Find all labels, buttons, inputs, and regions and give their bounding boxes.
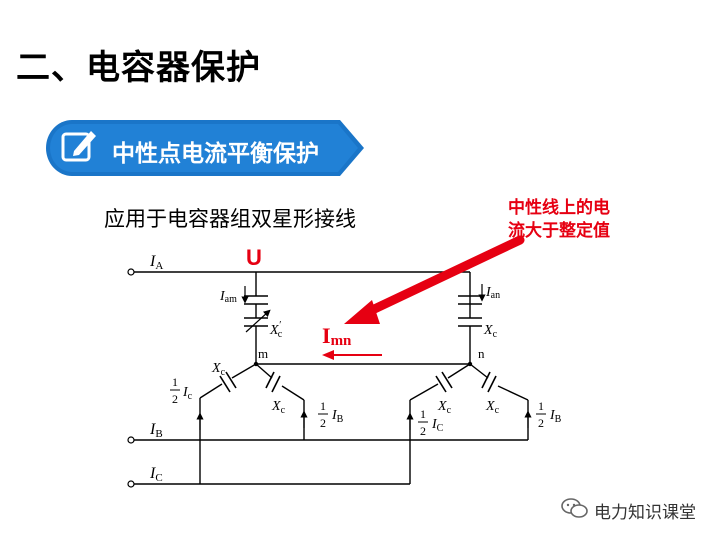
watermark-text: 电力知识课堂 <box>594 503 696 523</box>
right-half-left-num: 1 <box>420 407 426 421</box>
svg-text:Ic: Ic <box>182 385 193 402</box>
page-title: 二、电容器保护 <box>16 48 261 88</box>
left-arm-right-main: X <box>271 399 281 414</box>
callout-arrow <box>344 235 525 324</box>
right-arm-left-main: X <box>437 399 447 414</box>
callout-line-2: 流大于整定值 <box>508 221 610 241</box>
left-top-reactance-sub: c <box>278 329 283 340</box>
right-half-right-main: I <box>549 408 556 423</box>
right-top-reactance-main: X <box>483 323 493 338</box>
callout-line-1: 中性线上的电 <box>508 198 610 218</box>
phase-a-sub: A <box>155 260 163 272</box>
imn-label: Imn <box>322 323 352 349</box>
phase-a-main: I <box>149 253 156 270</box>
imn-arrow <box>322 350 382 360</box>
left-arm-left-label: Xc <box>211 361 226 378</box>
variable-capacitor-arrow <box>245 309 271 333</box>
terminal-c <box>127 480 135 488</box>
wechat-icon <box>561 498 588 518</box>
right-half-right-label: 1 2 IB <box>536 399 562 430</box>
callout-note: 中性线上的电 流大于整定值 <box>508 197 638 243</box>
capacitor-plate <box>481 371 491 389</box>
right-half-right-num: 1 <box>538 399 544 413</box>
left-top-reactance-prime: ′ <box>279 320 282 331</box>
node-n-label: n <box>478 346 485 361</box>
capacitors <box>219 295 497 393</box>
left-arm-right-label: Xc <box>271 399 286 416</box>
section-banner-label: 中性点电流平衡保护 <box>112 141 319 167</box>
left-half-left-main: I <box>182 385 189 400</box>
capacitor-plate <box>271 375 281 393</box>
capacitor-plate <box>219 375 231 393</box>
current-arrows <box>196 284 532 430</box>
capacitor-plate <box>435 375 447 393</box>
svg-text:IC: IC <box>431 417 444 434</box>
left-half-left-sub: c <box>188 391 193 402</box>
left-top-current-label: Iam <box>219 289 237 305</box>
right-top-current-sub: an <box>491 290 500 301</box>
left-half-left-num: 1 <box>172 375 178 389</box>
right-arm-right-sub: c <box>495 405 500 416</box>
right-top-current-main: I <box>485 285 492 300</box>
terminal-a <box>127 268 135 276</box>
terminal-b <box>127 436 135 444</box>
phase-b-label: IB <box>149 421 163 440</box>
subtitle: 应用于电容器组双星形接线 <box>104 207 356 231</box>
left-arm-right-sub: c <box>281 405 286 416</box>
right-half-right-sub: B <box>555 414 562 425</box>
left-top-reactance-main: X <box>269 323 279 338</box>
right-arm-left-sub: c <box>447 405 452 416</box>
imn-sub: mn <box>331 333 352 349</box>
right-top-reactance-label: Xc <box>483 323 498 340</box>
phase-c-label: IC <box>149 465 163 484</box>
right-top-current-label: Ian <box>485 285 500 301</box>
left-half-left-den: 2 <box>172 392 178 406</box>
phase-c-sub: C <box>155 472 162 484</box>
capacitor-plate <box>225 371 237 389</box>
junctions <box>253 361 473 367</box>
terminals <box>127 268 135 488</box>
right-top-reactance-sub: c <box>493 329 498 340</box>
phase-b-main: I <box>149 421 156 438</box>
capacitor-plate <box>487 375 497 393</box>
right-half-left-sub: C <box>437 423 444 434</box>
phase-a-label: IA <box>149 253 163 272</box>
imn-main: I <box>322 323 331 348</box>
capacitor-plate <box>441 371 453 389</box>
left-half-right-den: 2 <box>320 416 326 430</box>
left-half-right-num: 1 <box>320 399 326 413</box>
svg-text:IB: IB <box>549 408 562 425</box>
left-top-current-sub: am <box>225 294 237 305</box>
capacitor-plate <box>265 371 275 389</box>
right-half-left-label: 1 2 IC <box>418 407 444 438</box>
left-half-left-label: 1 2 Ic <box>170 375 193 406</box>
phase-b-sub: B <box>155 428 162 440</box>
left-top-reactance-label: X′c <box>269 320 283 340</box>
left-half-right-sub: B <box>337 414 344 425</box>
node-m-label: m <box>258 346 268 361</box>
left-top-current-main: I <box>219 289 226 304</box>
banner-shape <box>46 120 364 176</box>
section-banner: 中性点电流平衡保护 <box>46 120 364 176</box>
phase-c-main: I <box>149 465 156 482</box>
right-arm-left-label: Xc <box>437 399 452 416</box>
right-half-right-den: 2 <box>538 416 544 430</box>
right-arm-right-label: Xc <box>485 399 500 416</box>
phase-lines <box>134 271 529 485</box>
left-half-right-main: I <box>331 408 338 423</box>
right-half-left-main: I <box>431 417 438 432</box>
voltage-label: U <box>246 245 262 270</box>
svg-text:IB: IB <box>331 408 344 425</box>
right-arm-right-main: X <box>485 399 495 414</box>
left-half-right-label: 1 2 IB <box>318 399 344 430</box>
edit-icon <box>61 131 96 162</box>
right-half-left-den: 2 <box>420 424 426 438</box>
left-arm-left-sub: c <box>221 367 226 378</box>
left-arm-left-main: X <box>211 361 221 376</box>
